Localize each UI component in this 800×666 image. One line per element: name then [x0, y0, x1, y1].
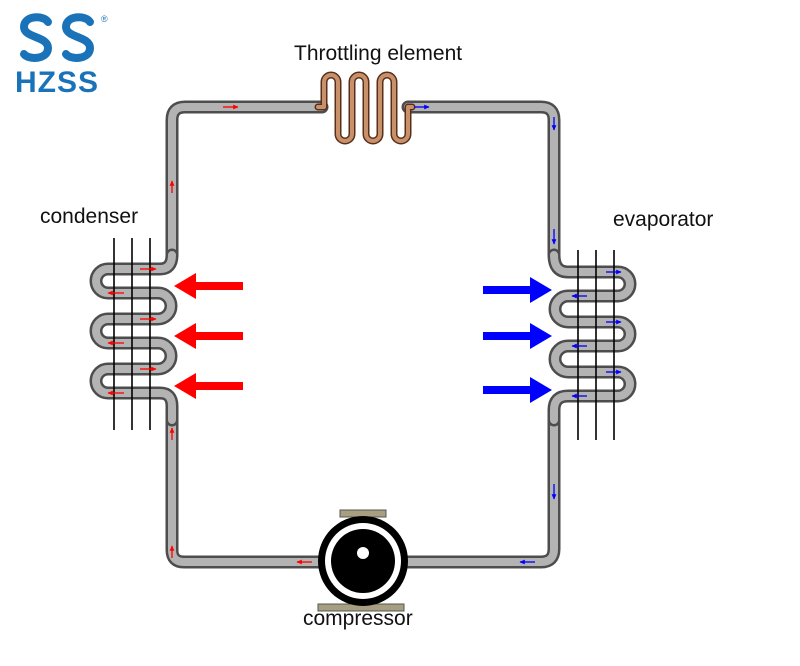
- refrigerant-pipe: [165, 100, 561, 569]
- flow-markers-cold: [414, 104, 622, 565]
- compressor-top-mount: [339, 509, 387, 518]
- condenser-heat-arrows: [174, 273, 243, 399]
- registered-mark: ®: [101, 14, 108, 24]
- evaporator-heat-arrows: [483, 277, 552, 403]
- ss-logo-icon: [19, 13, 95, 62]
- evaporator-coil: [547, 248, 637, 440]
- arrow-left-icon: [174, 373, 243, 399]
- arrow-left-icon: [174, 323, 243, 349]
- compressor-shaft: [357, 547, 369, 559]
- evaporator-label: evaporator: [613, 208, 713, 231]
- arrow-right-icon: [483, 323, 552, 349]
- compressor-rotor: [331, 529, 395, 593]
- compressor-label: compressor: [303, 607, 413, 630]
- arrow-right-icon: [483, 277, 552, 303]
- condenser-fins: [113, 238, 151, 430]
- condenser-label: condenser: [40, 205, 138, 228]
- brand-logo: ® HZSS: [15, 13, 108, 99]
- throttling-element: [314, 71, 416, 145]
- logo-text: HZSS: [15, 66, 99, 99]
- throttling-element-label: Throttling element: [294, 42, 462, 65]
- condenser-coil: [89, 238, 179, 430]
- compressor: [317, 509, 408, 612]
- flow-markers-hot: [107, 104, 312, 565]
- arrow-left-icon: [174, 273, 243, 299]
- evaporator-fins: [577, 250, 615, 440]
- arrow-right-icon: [483, 377, 552, 403]
